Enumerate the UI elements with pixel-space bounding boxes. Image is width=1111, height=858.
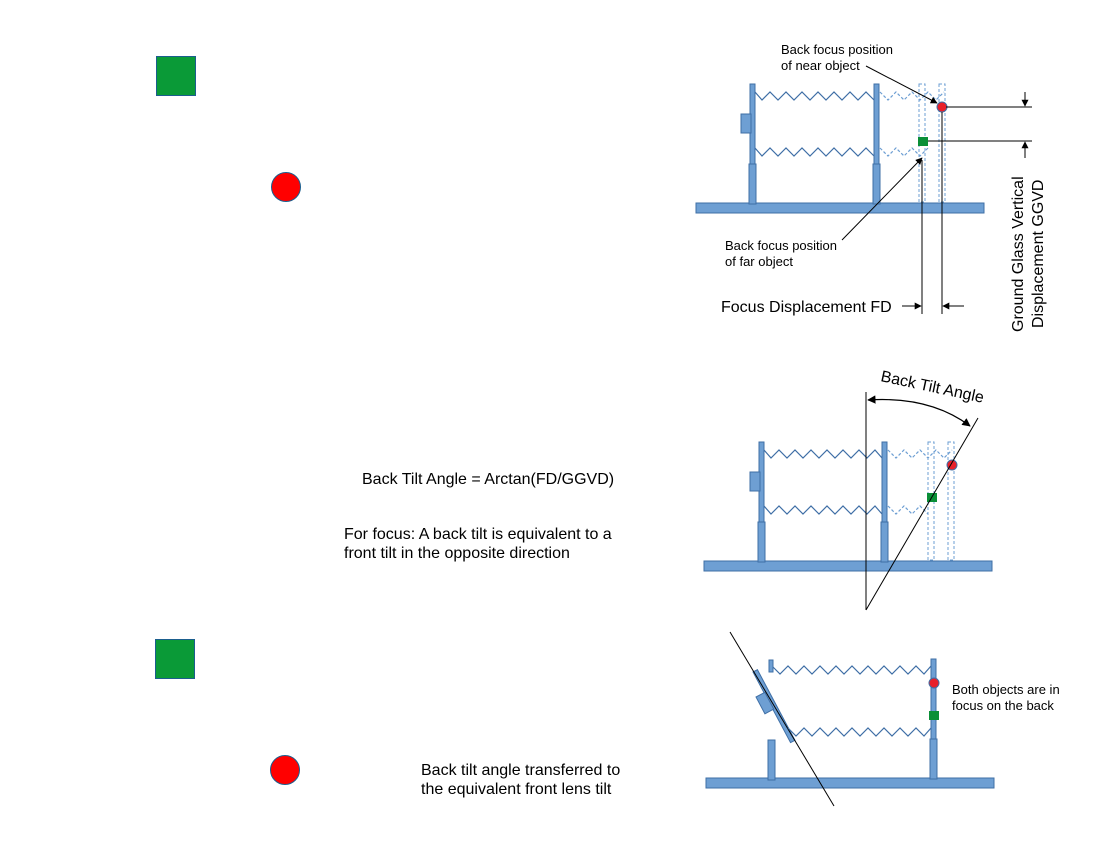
- far-object-marker-square-2: [155, 639, 195, 679]
- rear-standard: [881, 441, 888, 523]
- bellows-top: [763, 449, 883, 459]
- bellows-bottom-dashed: [887, 505, 929, 515]
- bellows-bottom: [787, 727, 932, 737]
- rear-standard: [930, 658, 937, 740]
- ground-glass-near-position: [947, 441, 955, 561]
- near-object-point: [936, 101, 948, 113]
- far-object-point: [929, 711, 939, 720]
- focus-displacement-label: Focus Displacement FD: [721, 299, 892, 316]
- lens-plane-line: [729, 631, 835, 807]
- diagram-2-back-tilt: Back Tilt Angle: [703, 368, 993, 611]
- camera-rail: [695, 202, 985, 214]
- lens: [740, 113, 752, 134]
- bellows-bottom: [754, 147, 875, 157]
- focus-note-line2: front tilt in the opposite direction: [344, 545, 570, 562]
- far-object-label-line2: of far object: [725, 254, 793, 269]
- near-object-label-line1: Back focus position: [781, 42, 894, 57]
- rear-standard-post: [880, 521, 889, 563]
- back-tilt-angle-label: Back Tilt Angle: [879, 368, 985, 406]
- focus-note-line1: For focus: A back tilt is equivalent to …: [344, 526, 612, 543]
- near-object-marker-circle: [271, 172, 301, 202]
- rear-standard-post: [929, 738, 938, 780]
- bellows-top: [754, 91, 875, 101]
- front-standard-post: [767, 739, 776, 781]
- tilted-lens: [755, 691, 775, 715]
- bellows-bottom: [763, 505, 883, 515]
- far-object-marker-square: [156, 56, 196, 96]
- near-object-label-line2: of near object: [781, 58, 860, 73]
- far-object-label-line1: Back focus position: [725, 238, 838, 253]
- rear-standard: [873, 83, 880, 165]
- camera-rail: [705, 777, 995, 789]
- camera-rail: [703, 560, 993, 572]
- rear-standard-post: [872, 163, 881, 205]
- diagram-3-front-tilt: [705, 631, 995, 807]
- front-standard-post: [757, 521, 766, 563]
- bellows-top-dashed: [879, 91, 945, 101]
- bellows-top: [772, 665, 932, 675]
- ggvd-label-line1: Ground Glass Vertical: [1010, 176, 1027, 332]
- bellows-bottom-dashed: [879, 147, 929, 157]
- lens: [749, 471, 761, 492]
- bellows-top-dashed: [887, 449, 953, 459]
- both-in-focus-line2: focus on the back: [952, 698, 1054, 713]
- formula-text: Back Tilt Angle = Arctan(FD/GGVD): [362, 471, 615, 488]
- far-object-point: [918, 137, 928, 146]
- near-object-point: [928, 677, 940, 689]
- transferred-line2: the equivalent front lens tilt: [421, 781, 612, 798]
- front-standard-post: [748, 163, 757, 205]
- tilt-angle-arc: [867, 395, 971, 427]
- transferred-line1: Back tilt angle transferred to: [421, 762, 621, 779]
- near-object-marker-circle-2: [270, 755, 300, 785]
- tilted-focus-plane-line: [865, 417, 979, 611]
- front-standard-top: [768, 659, 774, 673]
- both-in-focus-line1: Both objects are in: [952, 682, 1060, 697]
- diagram-1-focus-displacement: Ground Glass Vertical Displacement GGVD: [695, 65, 1047, 332]
- ggvd-label-line2: Displacement GGVD: [1030, 180, 1047, 329]
